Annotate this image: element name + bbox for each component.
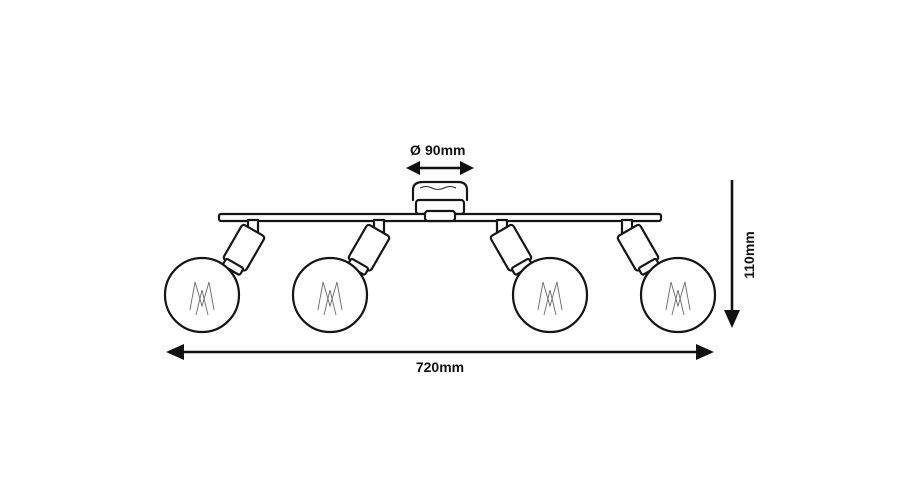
height-dimension: 110mm (724, 180, 757, 328)
spot-lamp-4 (616, 218, 717, 334)
spot-lamp-3 (489, 218, 589, 334)
arrow-down-icon (724, 310, 740, 328)
width-dimension: 720mm (166, 344, 714, 375)
mounting-bar (217, 209, 663, 223)
diameter-symbol: Ø (410, 142, 421, 158)
total-height-label: 110mm (741, 231, 757, 278)
arrow-right-icon (696, 344, 714, 360)
total-width-label: 720mm (416, 359, 464, 375)
spot-lamp-2 (291, 218, 391, 334)
arrow-left-icon (166, 344, 184, 360)
ceiling-canopy (411, 180, 469, 216)
arrow-left-icon (406, 161, 420, 175)
canopy-diameter-dimension: Ø 90mm (406, 142, 474, 175)
arrow-right-icon (460, 161, 474, 175)
canopy-diameter-label: 90mm (425, 142, 465, 158)
spot-lamp-1 (163, 218, 266, 334)
